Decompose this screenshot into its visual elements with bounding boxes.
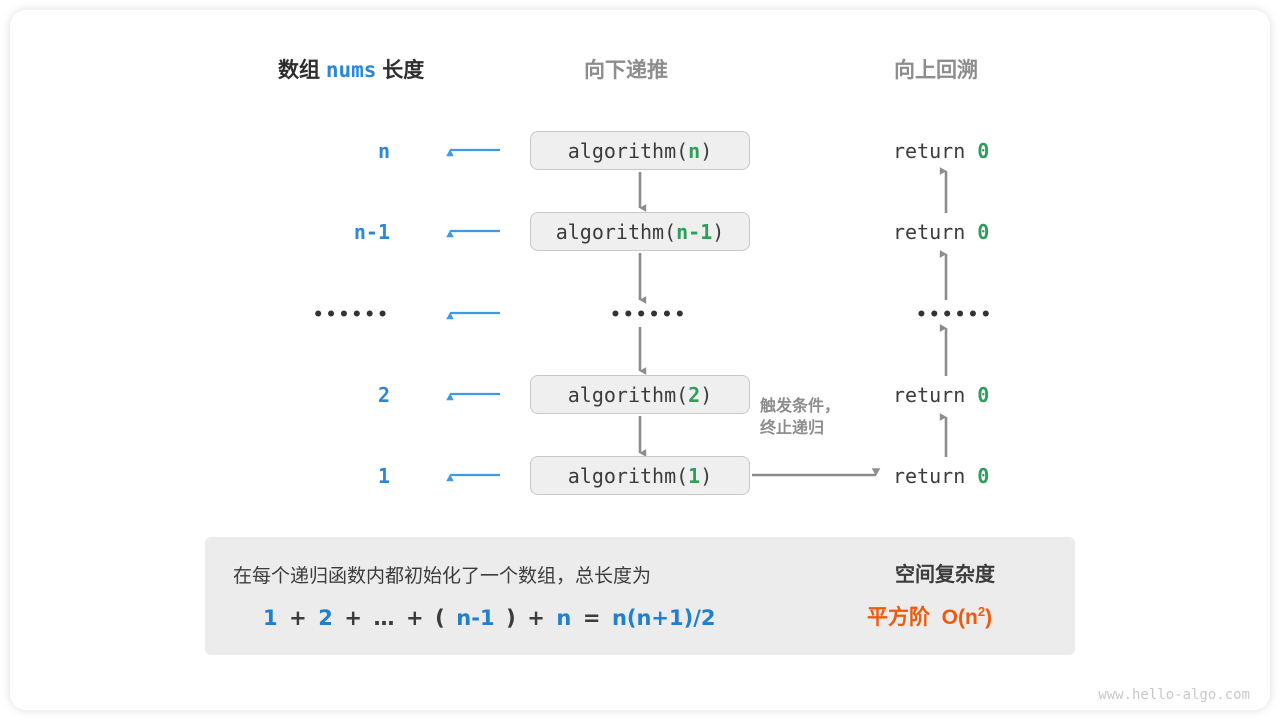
length-label-row-2: •••••• <box>312 305 390 325</box>
return-label-row-1: return 0 <box>893 222 989 242</box>
call-box-close-row-1: ) <box>712 219 725 244</box>
header-middle: 向下递推 <box>584 59 668 82</box>
formula-part-6: ( <box>435 606 445 630</box>
call-box-close-row-4: ) <box>700 463 713 488</box>
header-right: 向上回溯 <box>894 59 978 82</box>
formula-part-11: = <box>582 606 601 630</box>
return-keyword-row-0: return <box>893 139 966 163</box>
formula-part-5: + <box>406 606 424 630</box>
call-box-row-2: •••••• <box>610 305 688 325</box>
call-box-close-row-0: ) <box>700 138 713 163</box>
summary-description: 在每个递归函数内都初始化了一个数组，总长度为 <box>233 566 652 587</box>
return-label-row-0: return 0 <box>893 141 989 161</box>
summary-result-notation: O(n2) <box>941 604 993 629</box>
header-left-prefix: 数组 <box>278 59 320 82</box>
return-label-row-4: return 0 <box>893 466 989 486</box>
header-left-group: 数组 nums 长度 <box>278 58 425 82</box>
call-box-arg-row-0: n <box>688 138 701 163</box>
terminate-annotation-line1: 触发条件， <box>760 398 841 415</box>
call-box-row-1: algorithm(n-1) <box>530 212 750 251</box>
call-box-close-row-3: ) <box>700 382 713 407</box>
summary-result-order: 平方阶 O(n2) <box>867 605 992 628</box>
summary-result-order-label: 平方阶 <box>867 606 930 629</box>
return-value-row-0: 0 <box>977 139 990 163</box>
formula-part-0: 1 <box>263 606 278 630</box>
call-box-arg-row-3: 2 <box>688 382 701 407</box>
summary-formula: 1 + 2 + … + ( n-1 ) + n = n(n+1)/2 <box>263 608 716 629</box>
call-box-name-row-4: algorithm( <box>567 463 689 488</box>
call-box-name-row-3: algorithm( <box>567 382 689 407</box>
return-keyword-row-3: return <box>893 383 966 407</box>
return-keyword-row-4: return <box>893 464 966 488</box>
formula-part-4: … <box>373 606 395 630</box>
formula-part-8: ) <box>506 606 516 630</box>
terminate-annotation: 触发条件， 终止递归 <box>760 396 840 439</box>
formula-part-9: + <box>527 606 545 630</box>
length-label-row-3: 2 <box>377 383 390 407</box>
watermark: www.hello-algo.com <box>1098 687 1250 703</box>
return-label-row-3: return 0 <box>893 385 989 405</box>
formula-part-7: n-1 <box>456 606 495 630</box>
call-box-row-0: algorithm(n) <box>530 131 750 170</box>
return-label-row-2: •••••• <box>916 305 994 325</box>
formula-part-1: + <box>289 606 307 630</box>
call-box-arg-row-1: n-1 <box>676 219 713 244</box>
length-label-row-1: n-1 <box>353 220 390 244</box>
return-keyword-row-1: return <box>893 220 966 244</box>
summary-result-title: 空间复杂度 <box>895 564 995 586</box>
formula-part-3: + <box>344 606 363 630</box>
call-box-row-4: algorithm(1) <box>530 456 750 495</box>
return-value-row-1: 0 <box>977 220 990 244</box>
length-label-row-4: 1 <box>377 464 390 488</box>
call-box-row-3: algorithm(2) <box>530 375 750 414</box>
formula-part-2: 2 <box>318 606 333 630</box>
return-value-row-3: 0 <box>977 383 990 407</box>
summary-panel: 在每个递归函数内都初始化了一个数组，总长度为 1 + 2 + … + ( n-1… <box>205 537 1075 655</box>
formula-part-10: n <box>556 606 572 630</box>
call-box-arg-row-4: 1 <box>688 463 701 488</box>
terminate-annotation-line2: 终止递归 <box>760 419 825 437</box>
header-left-code: nums <box>325 58 377 82</box>
blue-left-arrows <box>446 148 500 482</box>
formula-part-12: n(n+1)/2 <box>611 606 716 630</box>
call-box-name-row-0: algorithm( <box>567 138 689 163</box>
length-label-row-0: n <box>377 139 390 163</box>
return-value-row-4: 0 <box>977 464 990 488</box>
call-box-name-row-1: algorithm( <box>555 219 677 244</box>
header-left-suffix: 长度 <box>382 59 425 82</box>
